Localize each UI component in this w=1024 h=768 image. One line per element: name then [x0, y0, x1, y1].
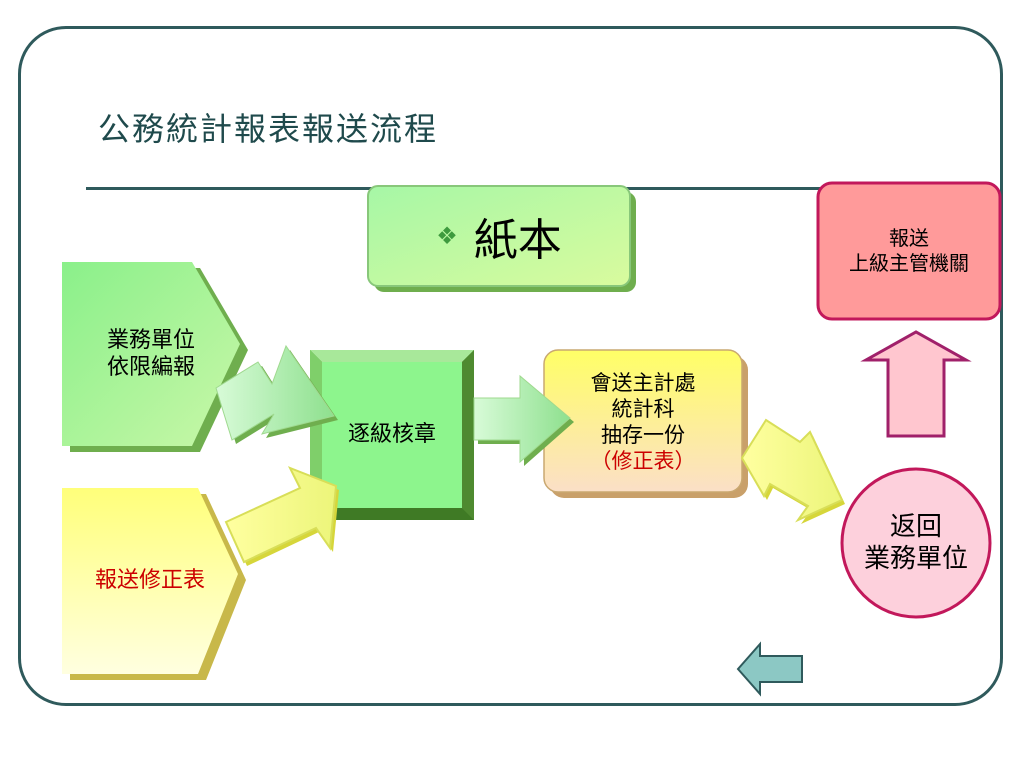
business-unit-label: 業務單位 依限編報	[62, 262, 240, 446]
return-circle	[840, 467, 992, 619]
paper-text: 紙本	[473, 215, 562, 266]
slide-frame	[18, 26, 1003, 706]
page-title: 公務統計報表報送流程	[98, 110, 439, 148]
arrow-revised-to-review	[224, 466, 339, 566]
superior-line-2: 上級主管機關	[849, 251, 969, 275]
business-unit-line-2: 依限編報	[106, 355, 195, 380]
review-text: 逐級核章	[347, 422, 436, 448]
bullet-icon: ❖	[436, 222, 458, 250]
review-label: 逐級核章	[322, 362, 462, 508]
superior-agency-label: 報送 上級主管機關	[818, 183, 1000, 319]
revised-report-text: 報送修正表	[94, 568, 205, 594]
business-unit-line-1: 業務單位	[106, 327, 195, 353]
arrow-office-to-return	[740, 418, 845, 524]
stats-office-line-3: 抽存一份	[601, 423, 685, 447]
superior-line-1: 報送	[889, 226, 929, 250]
paper-label-box	[367, 185, 636, 292]
superior-agency-box	[816, 181, 1002, 321]
return-label: 返回 業務單位	[842, 469, 990, 617]
revised-report-shape	[62, 488, 246, 680]
business-unit-shape	[62, 262, 248, 452]
stats-office-line-2: 統計科	[611, 396, 675, 421]
up-arrow-to-superior	[860, 330, 972, 438]
return-line-2: 業務單位	[863, 544, 968, 574]
paper-label: ❖ 紙本	[368, 186, 630, 286]
return-line-1: 返回	[889, 511, 942, 542]
stats-office-box	[543, 349, 748, 498]
left-arrow-icon[interactable]	[736, 640, 806, 698]
arrow-review-to-office	[473, 374, 574, 466]
stats-office-line-1: 會送主計處	[590, 370, 696, 395]
revised-report-label: 報送修正表	[62, 488, 238, 674]
arrow-business-to-review	[215, 344, 338, 444]
stats-office-label: 會送主計處 統計科 抽存一份 （修正表）	[544, 352, 742, 492]
stats-office-note: （修正表）	[590, 449, 696, 474]
